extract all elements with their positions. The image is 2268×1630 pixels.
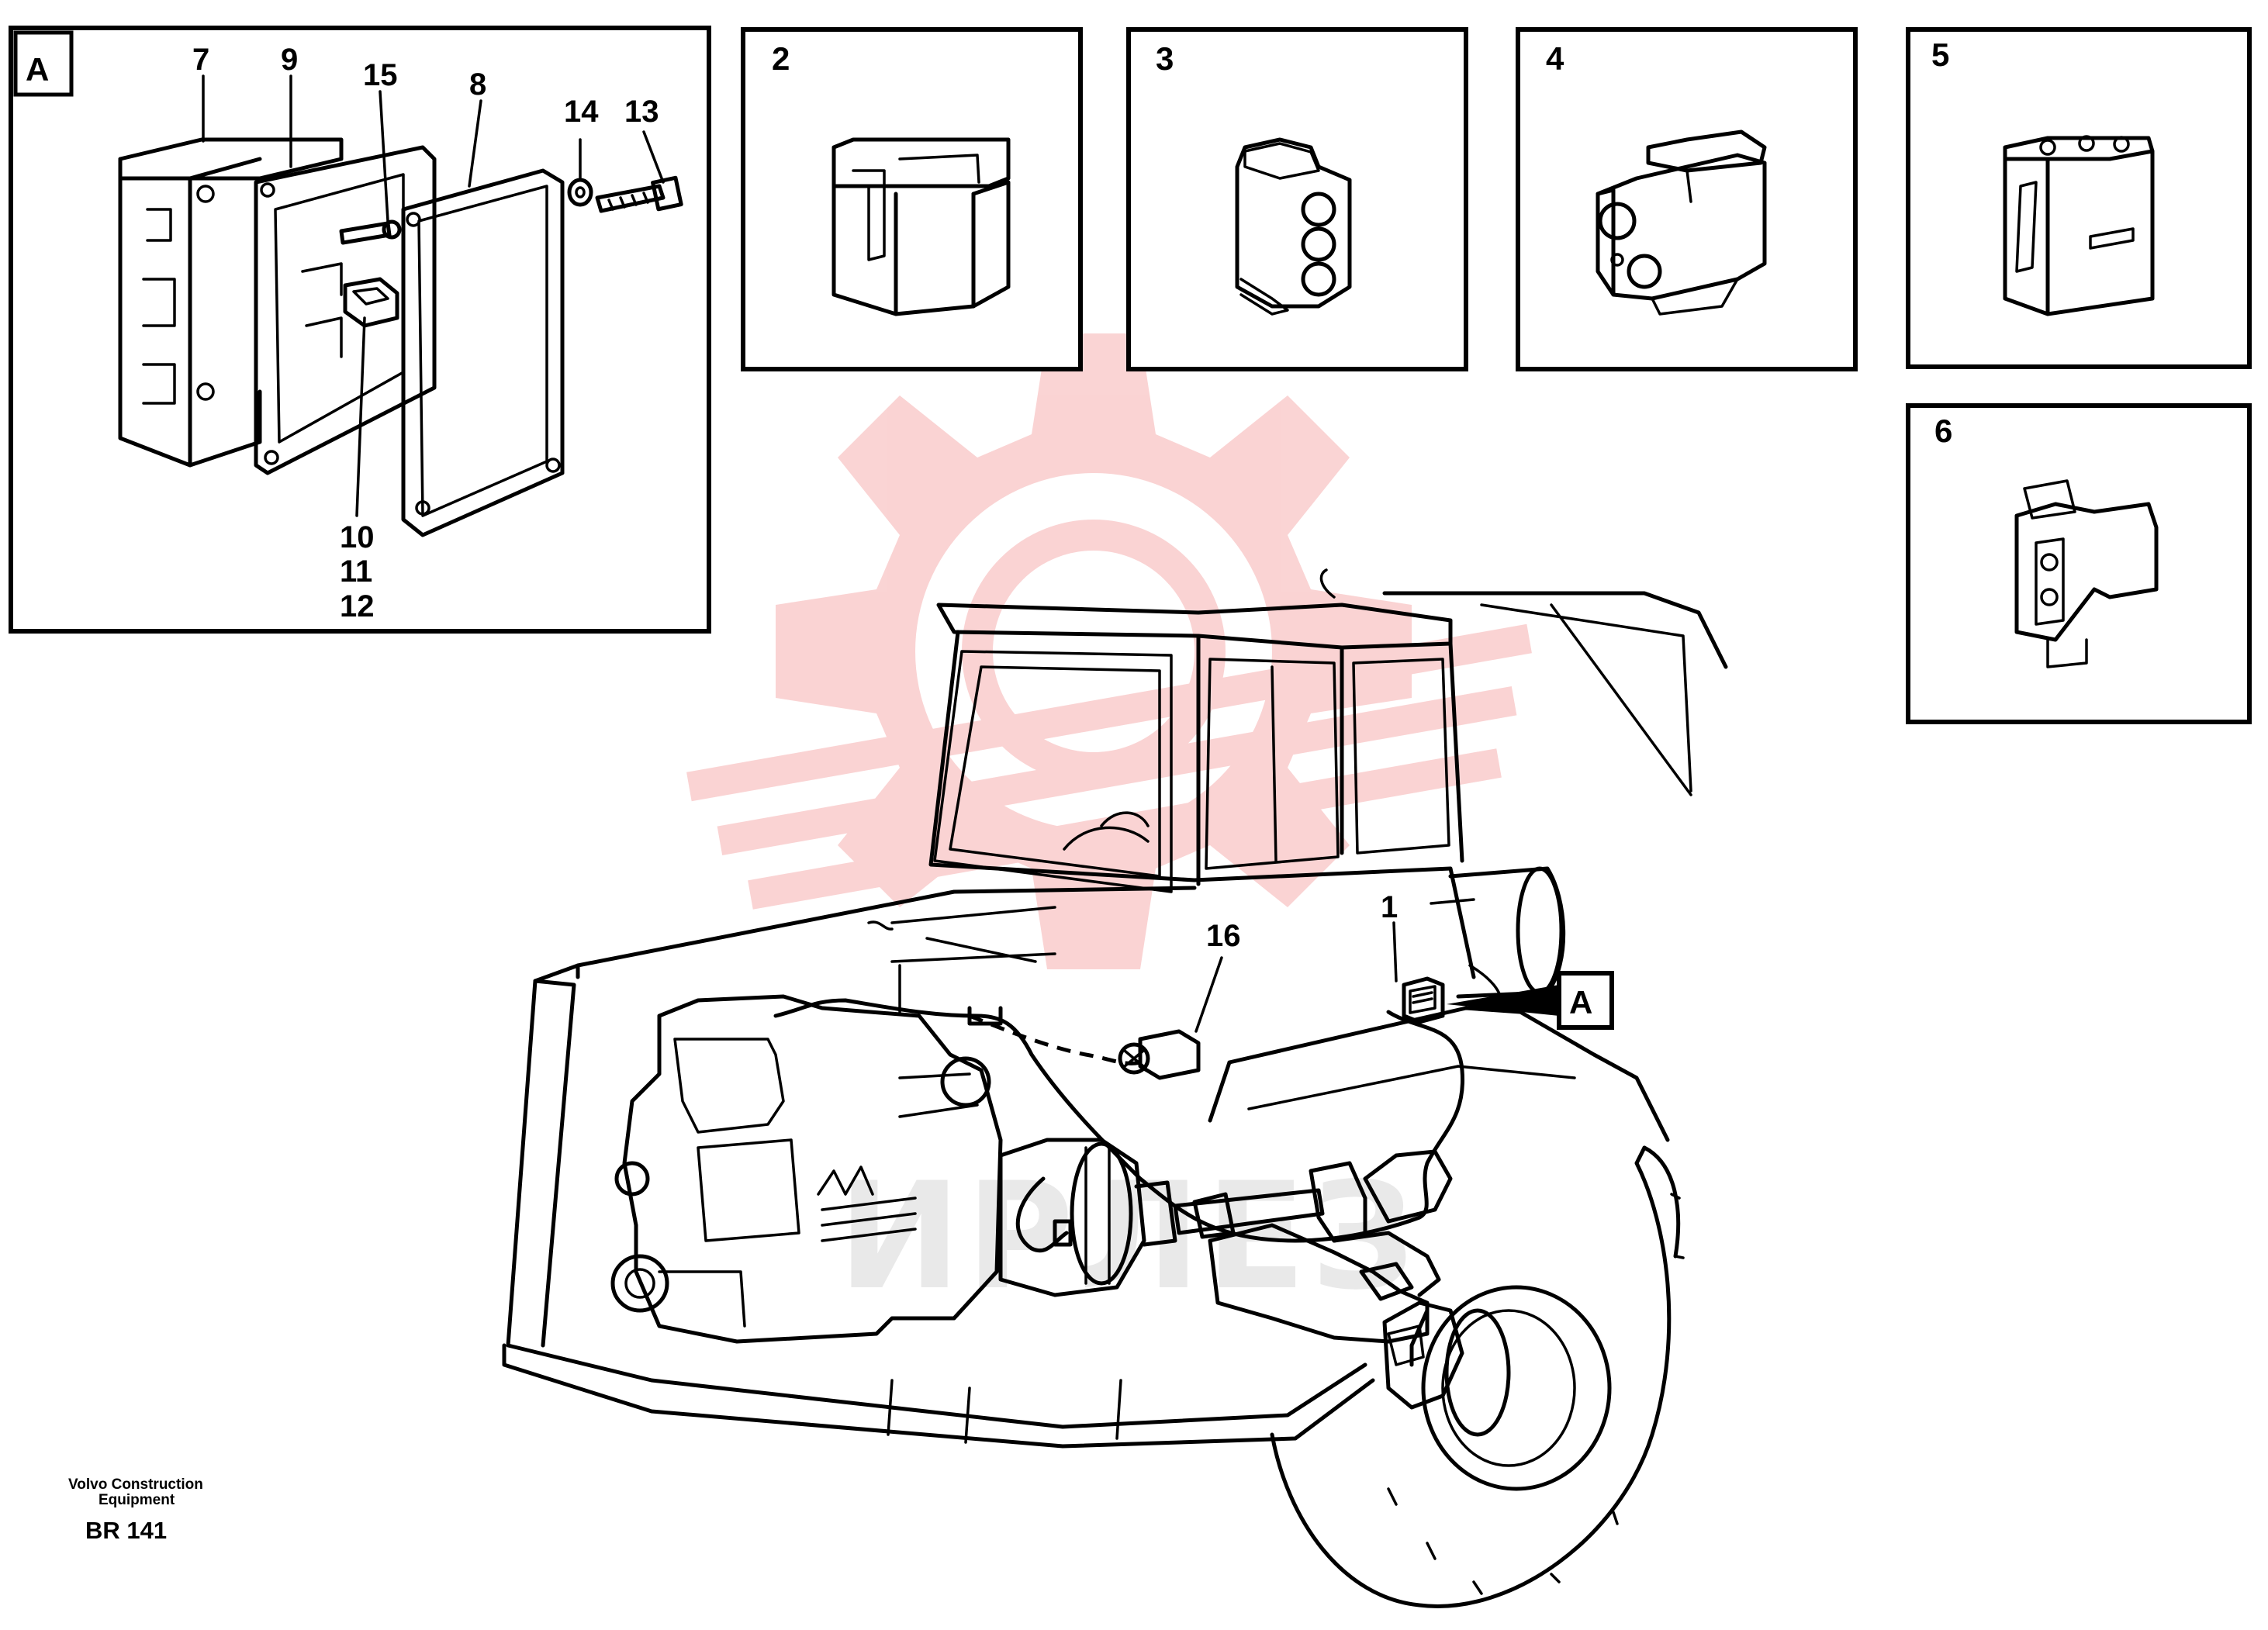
- part-label-9: 9: [281, 43, 298, 77]
- connector-box-2: 2: [741, 27, 1083, 371]
- front-frame: [502, 886, 1375, 1449]
- footer-block: Volvo Construction Equipment BR 141: [68, 1476, 203, 1544]
- connector-label-5: 5: [1931, 36, 1949, 73]
- control-box-1: [1402, 976, 1445, 1024]
- front-axle: [1208, 1223, 1511, 1437]
- connector-4-shape: [1596, 130, 1767, 316]
- connector-6-shape: [2014, 479, 2159, 668]
- connector-16: [1118, 1029, 1201, 1080]
- connector-box-4: 4: [1516, 27, 1858, 371]
- connector-3-shape: [1235, 137, 1352, 316]
- front-wheel: [1270, 1145, 1685, 1608]
- part-label-14: 14: [564, 95, 599, 129]
- cab: [928, 568, 1503, 1010]
- cover-plate: [401, 168, 565, 537]
- company-line-2: Equipment: [99, 1492, 175, 1508]
- part-label-7: 7: [192, 43, 209, 77]
- transmission: [998, 1138, 1177, 1297]
- detail-pointer-a: A: [1569, 984, 1592, 1020]
- connector-box-5: 5: [1906, 27, 2252, 369]
- part-label-13: 13: [624, 95, 659, 129]
- callout-1: 1: [1381, 890, 1398, 924]
- connector-5-shape: [2003, 135, 2155, 316]
- detail-a-panel: A: [9, 26, 711, 634]
- callout-16: 16: [1206, 919, 1241, 953]
- bolt-13: [595, 175, 683, 213]
- company-line-1: Volvo Construction: [68, 1476, 203, 1493]
- relay-10: [343, 277, 399, 328]
- detail-a-letter: A: [26, 51, 49, 88]
- fender: [1208, 1006, 1670, 1142]
- connector-box-3: 3: [1126, 27, 1468, 371]
- control-box-housing: [118, 137, 344, 468]
- connector-label-2: 2: [772, 40, 790, 77]
- connector-label-3: 3: [1156, 40, 1174, 77]
- machine-drawing: 16 1 A: [502, 568, 1728, 1608]
- wiring-harness: [773, 998, 1465, 1252]
- part-label-10: 10: [340, 520, 375, 554]
- air-cleaner: [1448, 866, 1566, 999]
- connector-label-4: 4: [1546, 40, 1564, 77]
- part-label-12: 12: [340, 589, 375, 623]
- engine: [610, 994, 1003, 1344]
- part-label-8: 8: [469, 67, 486, 102]
- part-label-11: 11: [340, 554, 372, 589]
- part-label-15: 15: [363, 58, 398, 92]
- connector-2-shape: [831, 137, 1011, 316]
- screw-15: [339, 219, 402, 245]
- connector-label-6: 6: [1934, 413, 1952, 449]
- diagram-code: BR 141: [85, 1517, 167, 1544]
- connector-box-6: 6: [1906, 403, 2252, 724]
